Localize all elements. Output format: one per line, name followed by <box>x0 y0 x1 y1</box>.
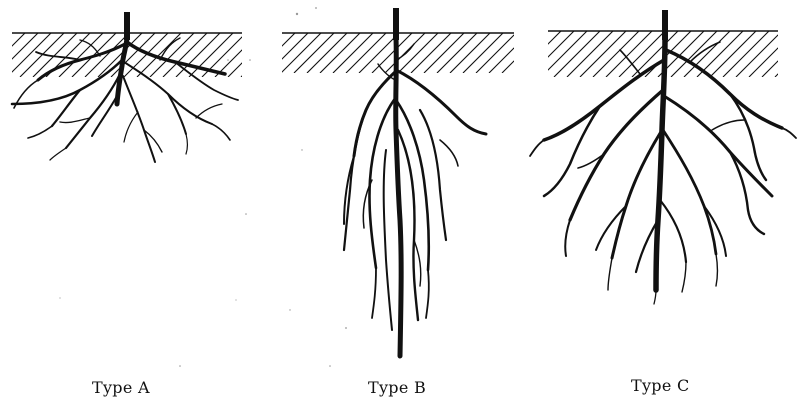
hatch-line <box>762 31 802 77</box>
hatch-line <box>281 33 321 73</box>
root-system-b <box>344 8 486 356</box>
soil-surface-b <box>242 33 581 73</box>
hatch-line <box>736 31 782 77</box>
hatch-line <box>411 33 451 73</box>
panel-type-c <box>502 10 802 304</box>
hatch-line <box>294 33 334 73</box>
hatch-line <box>541 31 587 77</box>
hatch-line <box>241 33 285 77</box>
hatch-line <box>254 33 298 77</box>
soil-hatching-c <box>502 31 802 77</box>
hatch-line <box>489 33 529 73</box>
hatch-line <box>20 33 64 77</box>
hatch-line <box>502 33 542 73</box>
hatch-line <box>554 31 600 77</box>
caption-type-a: Type A <box>92 378 150 397</box>
panel-type-b <box>242 8 581 356</box>
hatch-line <box>619 31 665 77</box>
hatch-line <box>333 33 373 73</box>
caption-type-b: Type B <box>368 378 426 397</box>
root-system-c <box>530 10 796 304</box>
hatch-line <box>710 31 756 77</box>
hatch-line <box>255 33 295 73</box>
hatch-line <box>593 31 639 77</box>
soil-surface-c <box>502 31 802 77</box>
root-system-a <box>12 12 238 162</box>
hatch-line <box>528 31 574 77</box>
scan-specks <box>59 7 347 367</box>
hatch-line <box>398 33 438 73</box>
hatch-line <box>515 33 555 73</box>
soil-hatching-b <box>242 33 581 73</box>
panel-type-a <box>0 12 324 162</box>
hatch-line <box>124 33 168 77</box>
hatch-line <box>307 33 347 73</box>
hatch-line <box>228 33 272 77</box>
hatch-line <box>385 33 425 73</box>
hatch-line <box>0 33 12 77</box>
hatch-line <box>424 33 464 73</box>
hatch-line <box>515 31 561 77</box>
hatch-line <box>541 33 581 73</box>
hatch-line <box>437 33 477 73</box>
hatch-line <box>723 31 769 77</box>
hatch-line <box>775 31 802 77</box>
hatch-line <box>0 33 25 77</box>
hatch-line <box>567 31 613 77</box>
hatch-line <box>463 33 503 73</box>
hatch-line <box>684 31 730 77</box>
hatch-line <box>242 33 282 73</box>
hatch-line <box>528 33 568 73</box>
hatch-line <box>749 31 795 77</box>
hatch-line <box>137 33 181 77</box>
hatch-line <box>320 33 360 73</box>
hatch-line <box>215 33 259 77</box>
hatch-line <box>580 31 626 77</box>
hatch-line <box>502 31 548 77</box>
hatch-line <box>268 33 308 73</box>
hatch-line <box>788 31 802 77</box>
caption-type-c: Type C <box>631 376 690 395</box>
hatch-line <box>476 33 516 73</box>
hatch-line <box>450 33 490 73</box>
